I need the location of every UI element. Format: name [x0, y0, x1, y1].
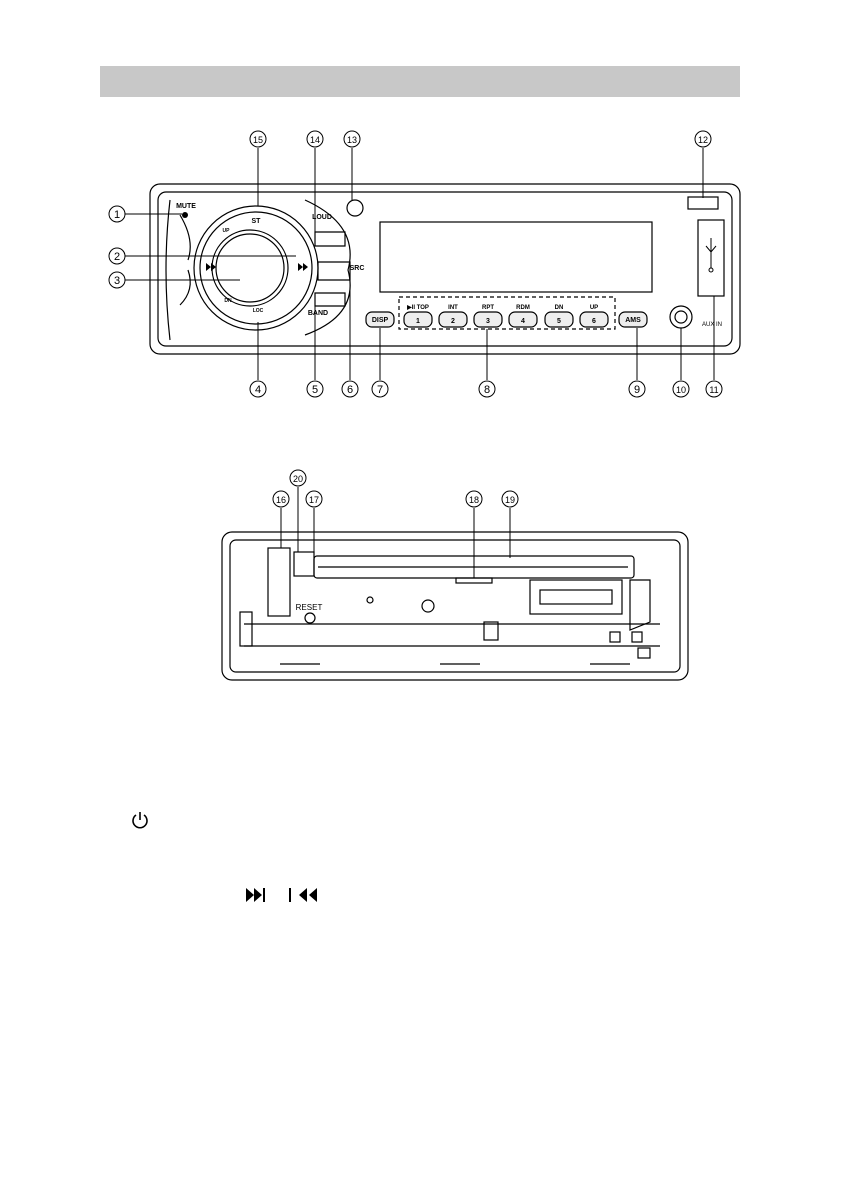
callout-5: 5	[312, 384, 318, 396]
loc-label: LOC	[253, 308, 264, 314]
callout-1: 1	[114, 209, 120, 221]
preset-number-3: 3	[486, 318, 490, 325]
preset-number-4: 4	[521, 318, 525, 325]
preset-number-6: 6	[592, 318, 596, 325]
callout-2: 2	[114, 251, 120, 263]
reset-hole	[304, 612, 316, 624]
preset-number-5: 5	[557, 318, 561, 325]
next-track-icon	[246, 888, 265, 902]
preset-button-4	[508, 311, 538, 328]
aux-in-jack	[669, 305, 693, 329]
up-label: UP	[223, 228, 231, 234]
preset-button-2	[438, 311, 468, 328]
callout-17: 17	[309, 495, 319, 505]
disp-label: DISP	[372, 317, 389, 324]
reset-label: RESET	[296, 603, 323, 612]
front-panel-outer	[149, 183, 741, 355]
eject-button	[687, 196, 719, 210]
preset-top-1: ▶II TOP	[406, 304, 429, 311]
callout-7: 7	[377, 384, 383, 396]
st-label: ST	[252, 218, 262, 225]
dn-knob-label: DN	[224, 298, 232, 304]
usb-icon	[705, 238, 717, 273]
mute-label: MUTE	[176, 203, 196, 210]
callout-14: 14	[310, 135, 320, 145]
preset-number-2: 2	[451, 318, 455, 325]
callout-16: 16	[276, 495, 286, 505]
knob-next-icon	[298, 263, 308, 271]
callout-20: 20	[293, 474, 303, 484]
callout-13: 13	[347, 135, 357, 145]
loud-label: LOUD	[312, 214, 332, 221]
src-label: SRC	[350, 265, 365, 272]
callout-18: 18	[469, 495, 479, 505]
preset-top-5: DN	[555, 305, 564, 311]
back-panel-outer	[221, 531, 689, 681]
band-label: BAND	[308, 310, 328, 317]
preset-top-2: INT	[448, 305, 458, 311]
ams-button	[618, 311, 648, 328]
preset-button-5	[544, 311, 574, 328]
callout-9: 9	[634, 384, 640, 396]
callout-4: 4	[255, 384, 261, 396]
preset-top-6: UP	[590, 305, 598, 311]
preset-button-6	[579, 311, 609, 328]
callout-6: 6	[347, 384, 353, 396]
callout-19: 19	[505, 495, 515, 505]
ams-label: AMS	[625, 317, 641, 324]
preset-button-1	[403, 311, 433, 328]
display-screen	[379, 221, 653, 293]
back-panel-inner	[229, 539, 681, 673]
volume-knob-inner	[211, 229, 289, 307]
callout-11: 11	[709, 385, 718, 395]
preset-group	[398, 296, 616, 330]
square-button	[293, 551, 315, 577]
previous-track-icon	[289, 888, 317, 902]
power-icon	[132, 812, 148, 829]
card-slot	[267, 547, 291, 617]
preset-button-3	[473, 311, 503, 328]
preset-top-3: RPT	[482, 305, 494, 311]
callout-15: 15	[253, 135, 263, 145]
front-panel-inner	[157, 191, 733, 347]
header-bar	[100, 66, 740, 97]
callout-12: 12	[698, 135, 708, 145]
callout-8: 8	[484, 384, 490, 396]
front-panel-diagram: MUTE ST UP DN LOC LOUD SRC BAND DISP AMS…	[108, 130, 741, 681]
disp-button	[365, 311, 395, 328]
sensor-circle	[346, 199, 364, 217]
aux-label: AUX IN	[702, 322, 722, 328]
callout-3: 3	[114, 275, 120, 287]
preset-number-1: 1	[416, 318, 420, 325]
callout-10: 10	[676, 385, 686, 395]
knob-prev-icon	[206, 263, 216, 271]
usb-port-cover	[697, 219, 725, 297]
preset-top-4: RDM	[516, 305, 530, 311]
